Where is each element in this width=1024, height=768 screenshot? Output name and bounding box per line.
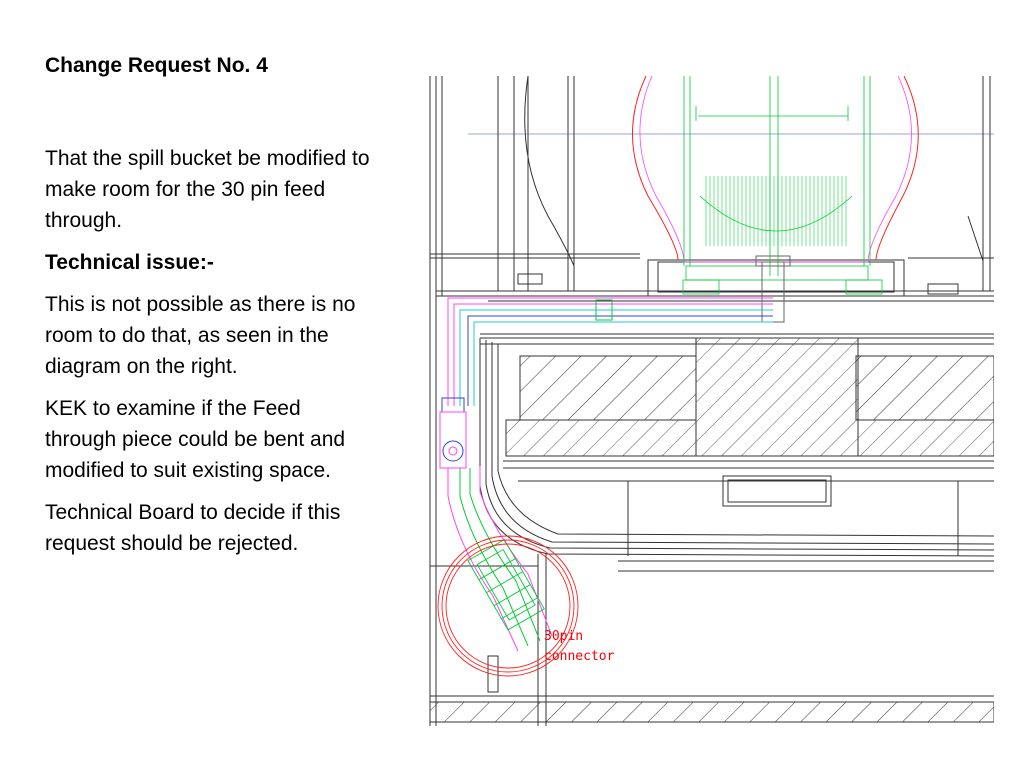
callout-line1: 30pin — [544, 629, 584, 644]
callout-line2: connector — [544, 649, 615, 664]
board-decision: Technical Board to decide if this reques… — [45, 501, 341, 555]
technical-drawing — [429, 76, 994, 726]
slide-title: Change Request No. 4 — [45, 54, 268, 77]
connector-callout: 30pin connector — [544, 627, 614, 667]
text-column: Change Request No. 4 That the spill buck… — [45, 50, 375, 570]
technical-issue-heading: Technical issue:- — [45, 251, 214, 274]
kek-action: KEK to examine if the Feed through piece… — [45, 397, 346, 482]
request-text: That the spill bucket be modified to mak… — [45, 147, 370, 232]
issue-explanation: This is not possible as there is no room… — [45, 293, 356, 378]
